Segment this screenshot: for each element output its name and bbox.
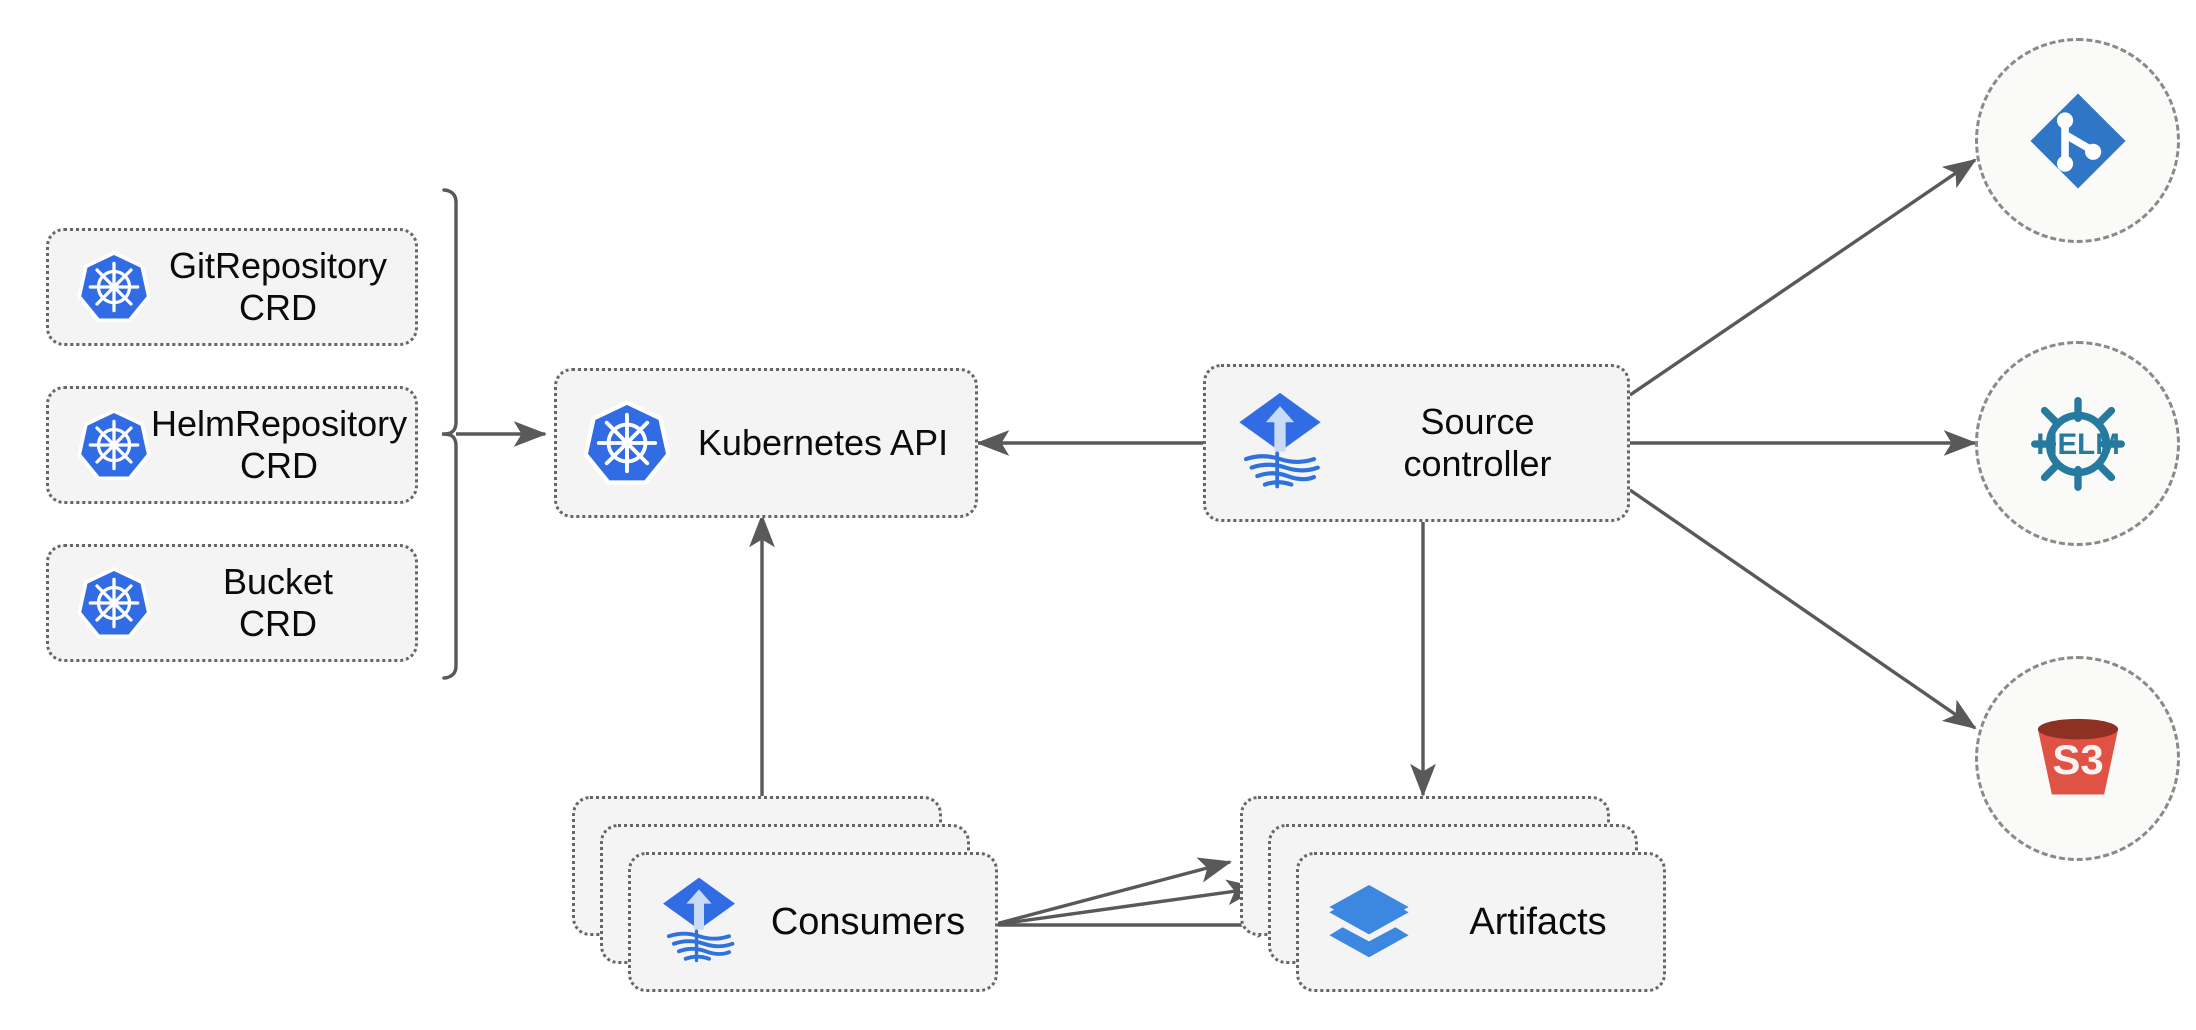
consumers-label: Consumers	[770, 900, 966, 943]
kubernetes-icon	[77, 408, 151, 482]
git-source[interactable]	[1975, 38, 2180, 243]
s3-wordmark: S3	[2052, 735, 2103, 782]
artifacts-label: Artifacts	[1469, 900, 1607, 943]
helmrepository-crd[interactable]: HelmRepository CRD	[46, 386, 418, 504]
helm-wordmark: HELM	[2036, 427, 2120, 460]
bucket-crd[interactable]: Bucket CRD	[46, 544, 418, 662]
kubernetes-api-node[interactable]: Kubernetes API	[554, 368, 978, 518]
edge-source-controller-to-git	[1629, 158, 1977, 397]
gitrepository-crd[interactable]: GitRepository CRD	[46, 228, 418, 346]
source-controller-label: Source controller	[1403, 400, 1552, 484]
layers-icon	[1325, 878, 1413, 966]
crd-label: GitRepository CRD	[168, 244, 388, 328]
crd-label: HelmRepository CRD	[151, 402, 408, 486]
edge-source-controller-to-s3	[1629, 488, 1977, 730]
flux-icon	[1232, 391, 1328, 495]
artifacts-layer-front[interactable]: Artifacts	[1296, 852, 1666, 992]
crd-group-bracket	[441, 188, 458, 680]
helm-source[interactable]: HELM	[1975, 341, 2180, 546]
s3-source[interactable]: S3	[1975, 656, 2180, 861]
edge-consumers-to-artifacts-1	[991, 857, 1232, 927]
crd-label: Bucket CRD	[222, 560, 334, 644]
kubernetes-icon	[77, 566, 151, 640]
kubernetes-icon	[77, 250, 151, 324]
helm-icon: HELM	[2019, 385, 2137, 503]
s3-icon: S3	[2022, 703, 2134, 815]
flux-icon	[657, 876, 741, 968]
consumers-layer-front[interactable]: Consumers	[628, 852, 998, 992]
git-icon	[2024, 87, 2132, 195]
kubernetes-api-label: Kubernetes API	[697, 421, 949, 463]
kubernetes-icon	[583, 399, 671, 487]
edge-consumers-to-artifacts-2	[991, 879, 1261, 927]
source-controller-node[interactable]: Source controller	[1203, 364, 1630, 522]
